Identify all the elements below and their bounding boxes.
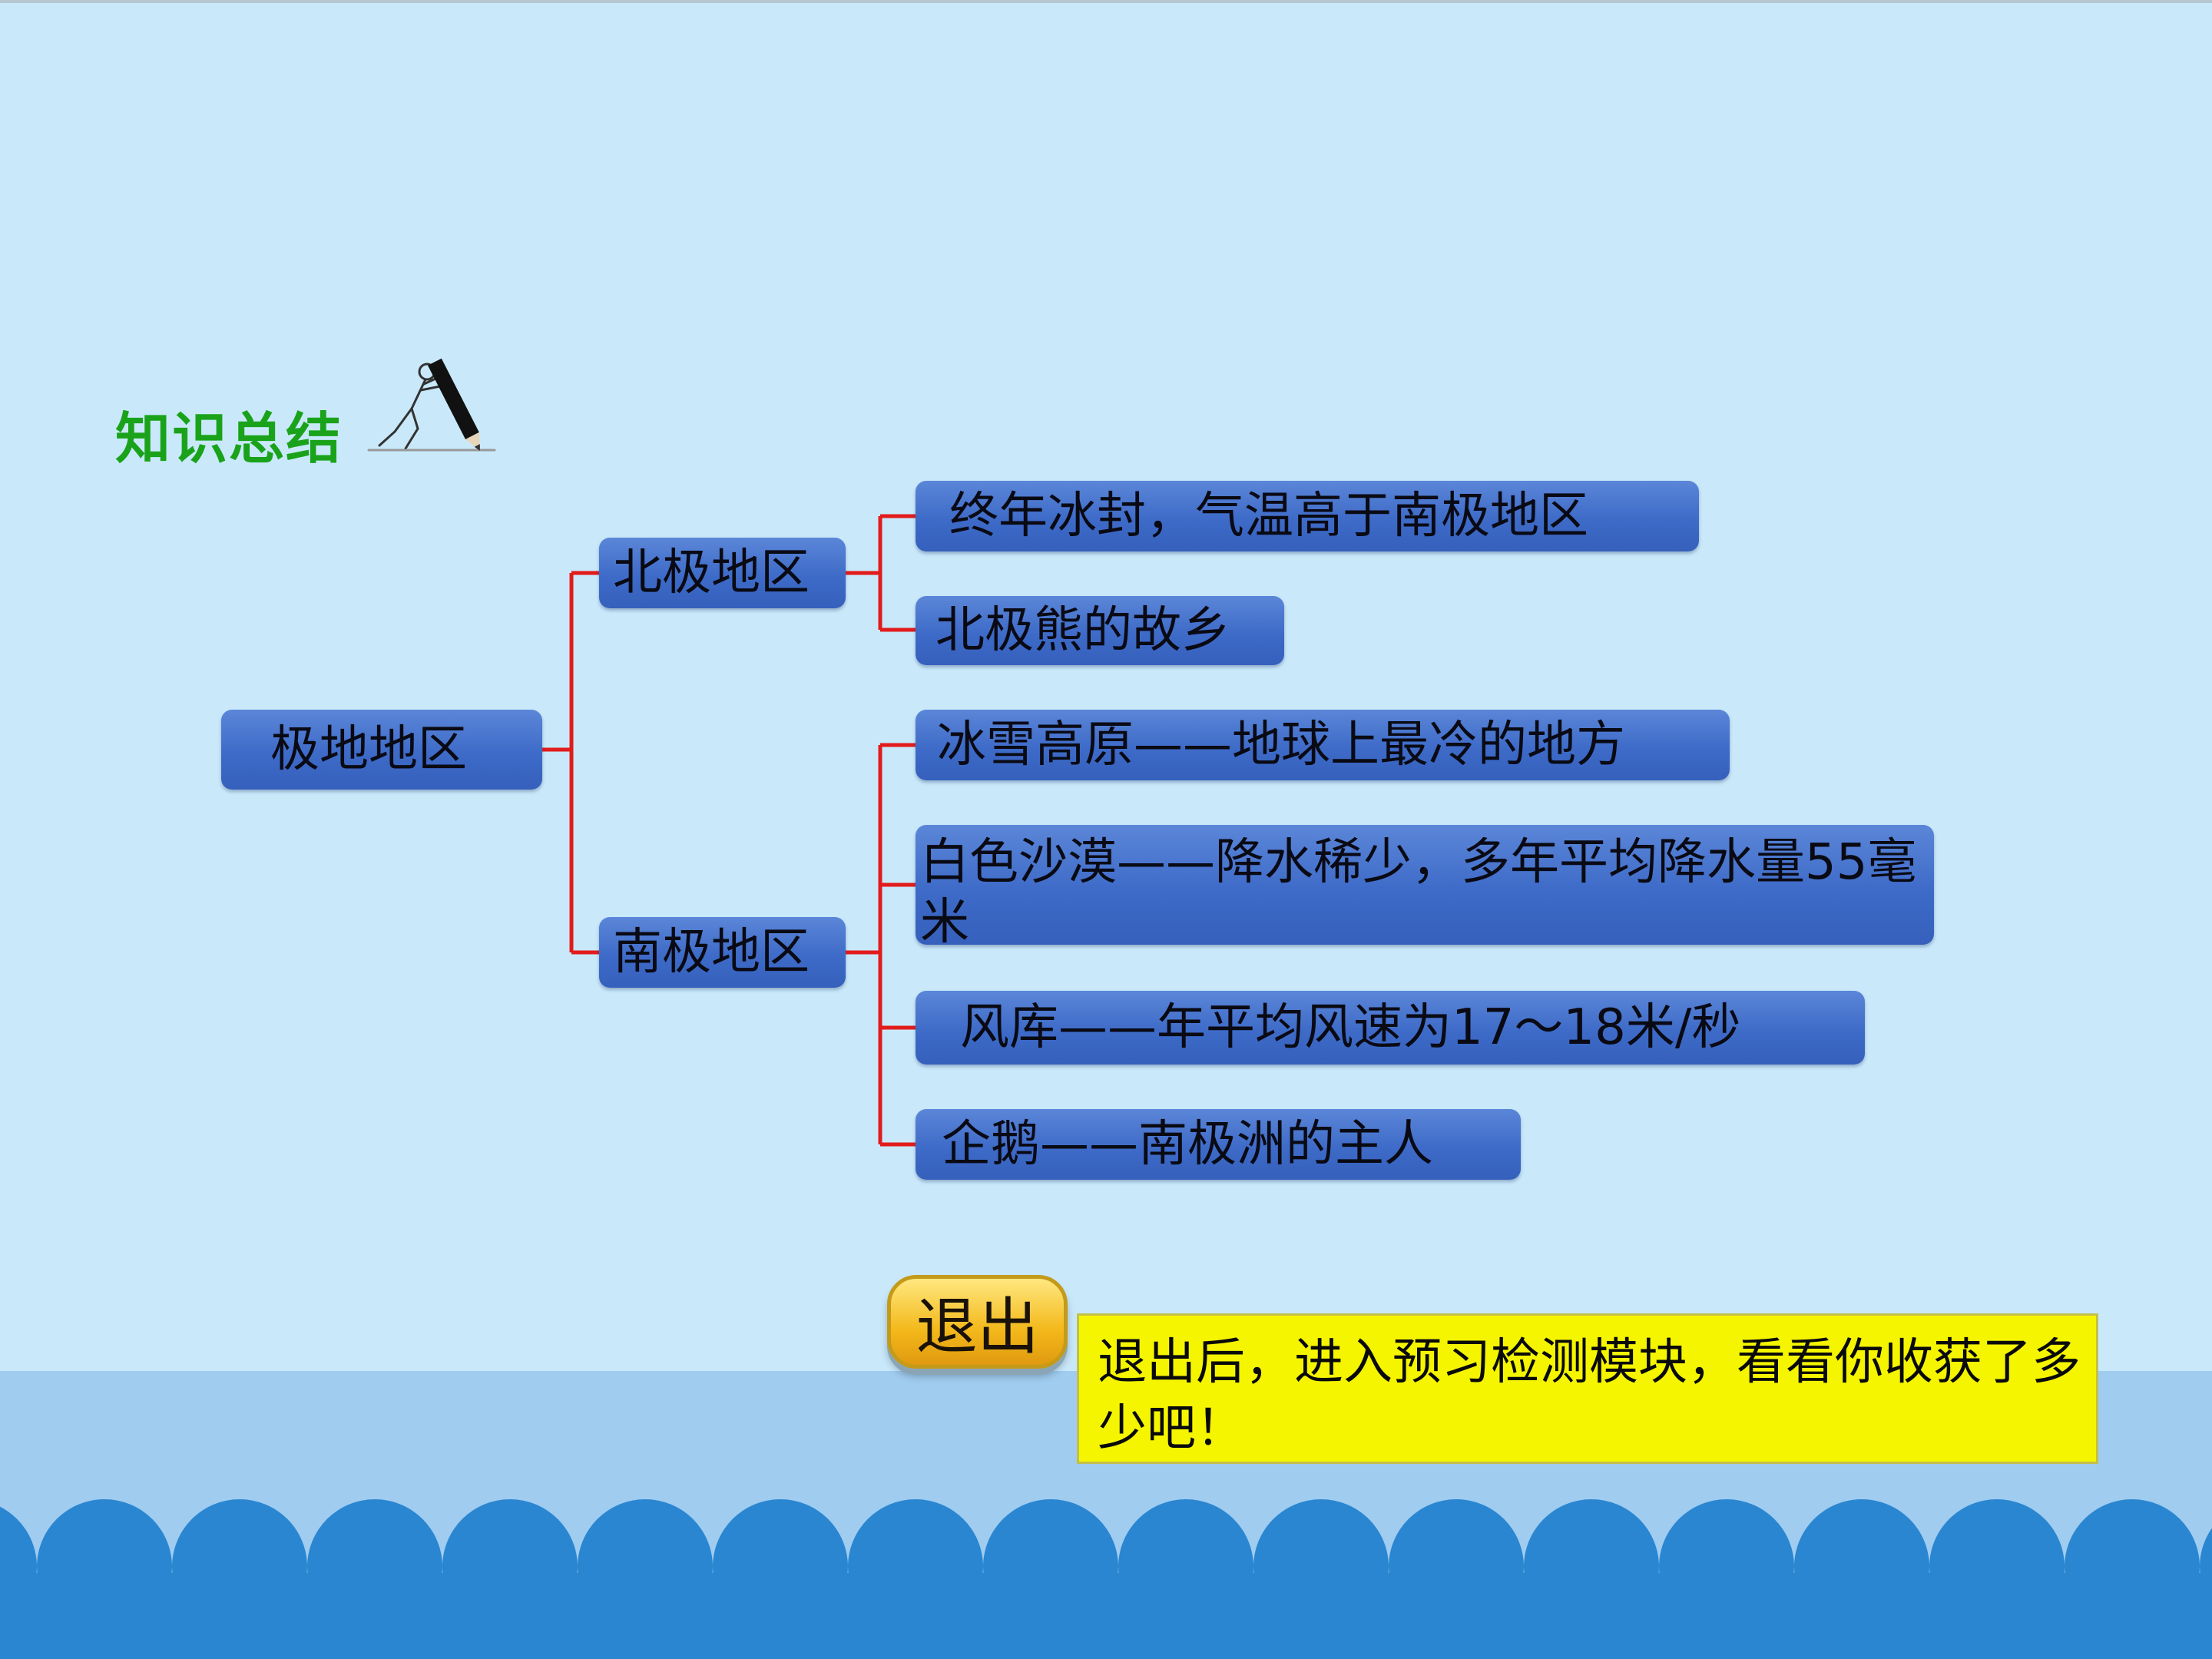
leaf-node-south-3: 风库——年平均风速为17～18米/秒	[916, 991, 1865, 1065]
wave-scallop	[1456, 1573, 1591, 1659]
waves	[0, 1499, 2212, 1659]
wave-scallop	[2132, 1573, 2212, 1659]
wave-scallop	[780, 1573, 916, 1659]
leaf-node-north-1: 终年冰封，气温高于南极地区	[916, 481, 1699, 551]
exit-note: 退出后，进入预习检测模块，看看你收获了多少吧！	[1077, 1313, 2098, 1464]
wave-scallop	[1186, 1573, 1321, 1659]
top-border	[0, 0, 2212, 3]
wave-scallop	[240, 1573, 375, 1659]
pushing-pencil-icon	[367, 358, 496, 452]
wave-scallop	[916, 1573, 1051, 1659]
wave-scallop	[0, 1573, 104, 1659]
wave-scallop	[1997, 1573, 2132, 1659]
wave-scallop	[1727, 1573, 1862, 1659]
branch-node-north: 北极地区	[599, 538, 846, 608]
wave-scallop	[1321, 1573, 1456, 1659]
wave-scallop	[645, 1573, 780, 1659]
wave-scallop	[375, 1573, 510, 1659]
branch-node-south: 南极地区	[599, 917, 846, 988]
leaf-node-north-2: 北极熊的故乡	[916, 596, 1284, 665]
wave-scallop	[510, 1573, 645, 1659]
leaf-node-south-4: 企鹅——南极洲的主人	[916, 1109, 1521, 1180]
wave-scallop	[1591, 1573, 1727, 1659]
root-node: 极地地区	[221, 710, 542, 790]
leaf-node-south-2: 白色沙漠——降水稀少，多年平均降水量55毫米	[916, 825, 1934, 951]
section-title: 知识总结	[115, 406, 343, 471]
leaf-node-south-1: 冰雪高原——地球上最冷的地方	[916, 710, 1730, 780]
wave-scallop	[1051, 1573, 1186, 1659]
wave-scallop	[104, 1573, 240, 1659]
wave-scallop	[1862, 1573, 1997, 1659]
exit-button[interactable]: 退出	[887, 1275, 1068, 1369]
